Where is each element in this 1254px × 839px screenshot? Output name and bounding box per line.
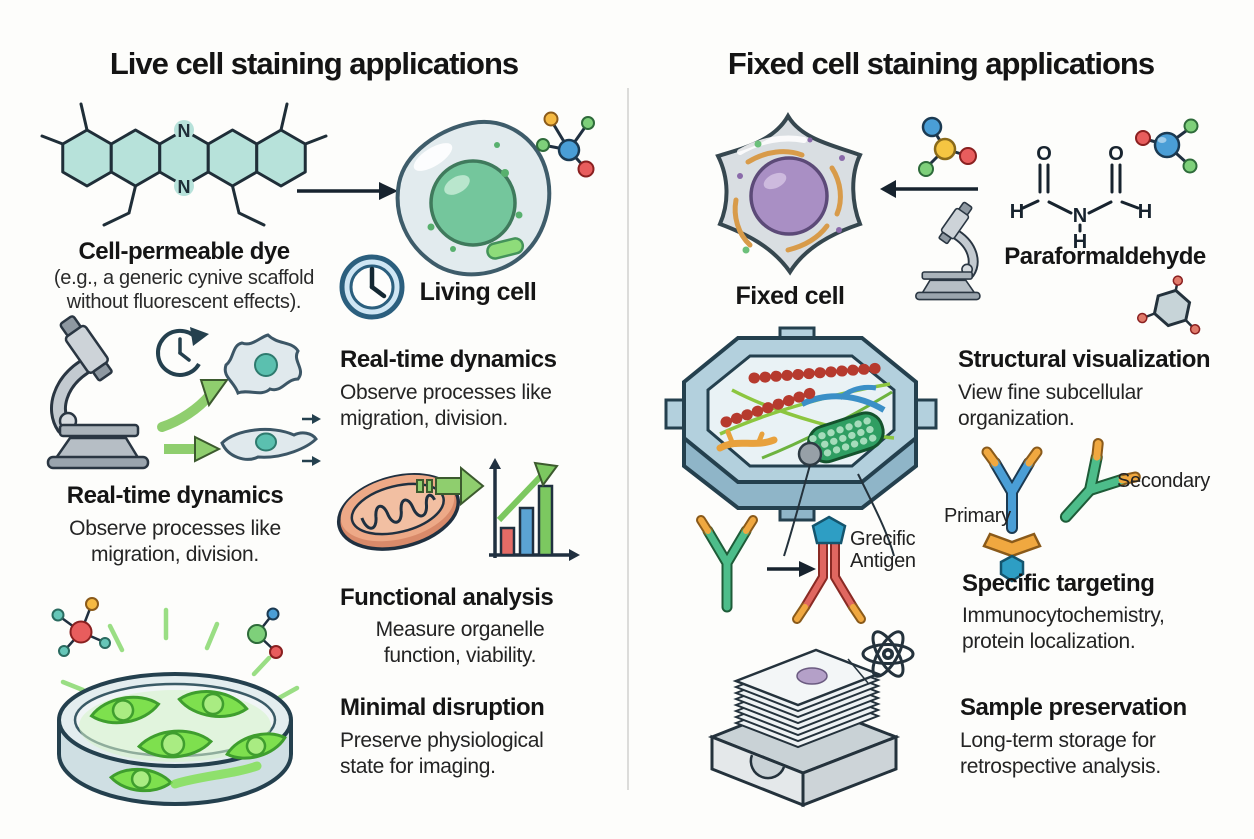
paraformaldehyde-label: Paraformaldehyde [1004,243,1206,270]
realtime-bottom-block: Real-time dynamics Observe processes lik… [20,482,330,569]
cell-dots [737,137,845,254]
petri-dish-illustration [51,597,300,806]
h-atom-label: H [1138,201,1152,223]
antigen-complex-illustration [696,515,866,624]
antibody-icon [696,515,758,613]
arrow-right-icon [297,182,398,200]
paraformaldehyde-structure: O O H H N H [1010,143,1152,253]
history-clock-icon [156,327,209,377]
sample-heading: Sample preservation [960,694,1187,721]
structural-heading: Structural visualization [958,346,1211,373]
antigen-label-line2: Antigen [850,550,916,572]
organelle-strands [732,149,843,253]
realtime-top-heading: Real-time dynamics [340,346,557,373]
specific-block: Specific targeting Immunocytochemistry, … [962,570,1242,656]
structural-line2: organization. [958,407,1075,431]
sample-line1: Long-term storage for [960,728,1156,752]
antigen-icon [811,515,847,545]
minimal-line1: Preserve physiological [340,728,544,752]
microscope-icon [48,313,148,468]
living-cell-label: Living cell [419,278,537,306]
dye-caption: Cell-permeable dye (e.g., a generic cyni… [28,238,340,314]
sample-block: Sample preservation Long-term storage fo… [960,694,1250,781]
minimal-heading: Minimal disruption [340,694,545,721]
realtime-bottom-heading: Real-time dynamics [66,482,284,509]
bar-chart-icon [489,458,580,561]
fixed-cell-label: Fixed cell [735,282,845,310]
atom-icon [861,630,915,678]
fixed-cell-illustration [715,111,863,276]
functional-line1: Measure organelle [375,617,545,641]
specific-line1: Immunocytochemistry, [962,603,1165,627]
specific-heading: Specific targeting [962,570,1155,597]
antigen-label: Grecific Antigen [850,528,916,572]
microscope-icon [893,208,985,308]
antibody-icon [981,446,1043,534]
mitochondria-illustration [336,473,461,551]
realtime-top-line1: Observe processes like [340,380,552,404]
glow-rays [60,607,300,701]
antigen-label-line1: Grecific [850,528,916,550]
realtime-bottom-line2: migration, division. [91,543,259,567]
n-atom-label: N [178,121,191,141]
antibody-pair-illustration [981,438,1141,583]
h-atom-label: H [1010,201,1024,223]
molecule-icon [918,116,977,177]
primary-label: Primary [944,505,1011,527]
green-arrow-icon [157,379,229,463]
realtime-top-line2: migration, division. [340,407,508,431]
green-arrow-icon [416,465,485,507]
o-atom-label: O [1108,143,1124,165]
molecule-icon [536,111,595,178]
slide-stack [732,648,882,749]
arrow-left-icon [880,180,978,198]
dye-structure: N N [40,102,328,227]
n-atom-label: N [178,177,191,197]
functional-heading: Functional analysis [340,584,554,611]
antibody-icon [1059,438,1141,523]
realtime-top-block: Real-time dynamics Observe processes lik… [340,346,605,433]
minimal-block: Minimal disruption Preserve physiologica… [340,694,605,781]
left-title: Live cell staining applications [109,46,519,81]
secondary-label: Secondary [1117,470,1210,492]
molecule-icon [1135,118,1199,174]
h-atom-label: H [1073,231,1087,253]
molecule-icon [51,597,111,657]
cytoskeleton-filaments [716,362,895,467]
antigen-icon [982,532,1042,583]
minimal-line2: state for imaging. [340,755,496,779]
functional-line2: function, viability. [383,644,537,668]
living-cell-illustration [395,119,552,277]
functional-block: Functional analysis Measure organelle fu… [340,584,590,670]
realtime-bottom-line1: Observe processes like [69,516,281,540]
antibody-icon [792,515,866,624]
functional-illustration [336,458,580,561]
realtime-illustration [40,325,321,473]
green-cells [89,690,287,793]
molecule-icon [247,607,283,659]
column-divider [627,88,629,790]
dye-heading: Cell-permeable dye [78,238,290,265]
clock-icon [339,254,405,320]
structural-block: Structural visualization View fine subce… [958,346,1248,433]
n-atom-label: N [1073,205,1087,227]
dye-subtext-line2: without fluorescent effects). [66,290,302,313]
specific-line2: protein localization. [962,630,1136,654]
o-atom-label: O [1036,143,1052,165]
dye-subtext-line1: (e.g., a generic cynive scaffold [53,266,315,289]
slide-box-illustration [707,648,901,808]
molecule-icon [1137,275,1201,335]
right-title: Fixed cell staining applications [727,46,1155,81]
gear-cell-illustration [664,326,938,557]
sample-line2: retrospective analysis. [960,755,1161,779]
cell-illustration [220,333,321,466]
structural-line1: View fine subcellular [958,380,1143,404]
